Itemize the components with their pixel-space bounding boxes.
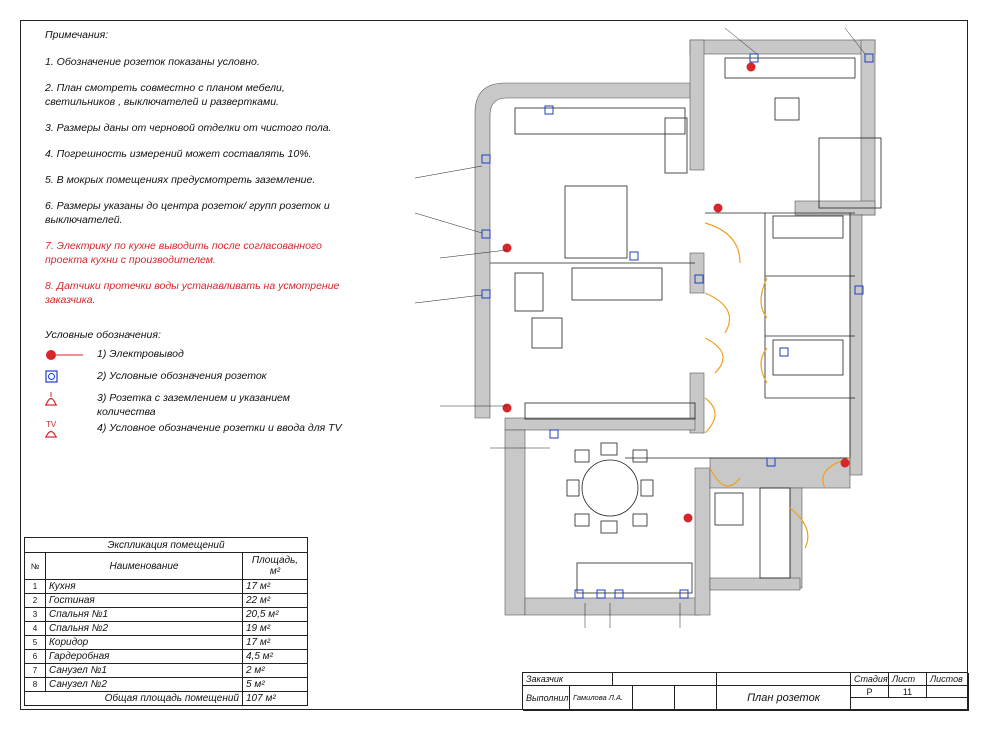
note-7: 7. Электрику по кухне выводить после сог… [45, 240, 322, 266]
legend-row-grounded: 3) Розетка с заземлением и указанием кол… [45, 388, 345, 418]
row-area: 22 м² [242, 593, 308, 608]
tv-arc-icon [45, 430, 57, 438]
legend-section: Условные обозначения: 1) Электровывод 2)… [45, 328, 345, 448]
total-row: Общая площадь помещений 107 м² [24, 691, 308, 706]
row-area: 5 м² [242, 677, 308, 692]
row-area: 20,5 м² [242, 607, 308, 622]
row-area: 17 м² [242, 635, 308, 650]
note-3: 3. Размеры даны от черновой отделки от ч… [45, 122, 332, 134]
legend-row-outlet: 1) Электровывод [45, 344, 345, 366]
row-name: Спальня №1 [45, 607, 243, 622]
row-area: 19 м² [242, 621, 308, 636]
done-label: Выполнил [523, 686, 570, 711]
row-name: Спальня №2 [45, 621, 243, 636]
legend-heading: Условные обозначения: [45, 329, 161, 341]
row-name: Коридор [45, 635, 243, 650]
rooms-explication-table: Экспликация помещений № Наименование Пло… [24, 537, 308, 706]
row-num: 4 [24, 621, 46, 636]
total-area: 107 м² [242, 691, 308, 706]
row-num: 7 [24, 663, 46, 678]
org-cell [851, 698, 969, 711]
customer-label: Заказчик [523, 673, 613, 686]
title-block: Заказчик Выполнил Гамилова Л.А. План роз… [522, 672, 969, 711]
row-name: Гардеробная [45, 649, 243, 664]
table-caption: Экспликация помещений [24, 537, 308, 553]
blank-cell [675, 686, 717, 711]
note-5: 5. В мокрых помещениях предусмотреть заз… [45, 174, 316, 186]
row-num: 2 [24, 593, 46, 608]
legend-item-3: 3) Розетка с заземлением и указанием кол… [97, 392, 290, 418]
blank-cell [633, 686, 675, 711]
note-4: 4. Погрешность измерений может составлят… [45, 148, 312, 160]
sheets-value-cell [927, 686, 969, 698]
stage-value: Р [851, 686, 889, 698]
note-2: 2. План смотреть совместно с планом мебе… [45, 82, 285, 108]
title-spacer [717, 673, 851, 686]
legend-row-socket: 2) Условные обозначения розеток [45, 366, 345, 388]
row-area: 2 м² [242, 663, 308, 678]
electrical-outlet-icon [46, 350, 83, 360]
legend-item-2: 2) Условные обозначения розеток [97, 370, 267, 382]
row-num: 5 [24, 635, 46, 650]
col-area-header: Площадь, м² [242, 552, 308, 580]
notes-heading: Примечания: [45, 29, 109, 41]
row-area: 17 м² [242, 579, 308, 594]
stage-label: Стадия [851, 673, 889, 686]
row-name: Кухня [45, 579, 243, 594]
floor-plan-drawing [414, 27, 882, 628]
row-name: Санузел №2 [45, 677, 243, 692]
note-6: 6. Размеры указаны до центра розеток/ гр… [45, 200, 330, 226]
note-1: 1. Обозначение розеток показаны условно. [45, 56, 260, 68]
tv-socket-icon: TV [45, 420, 85, 438]
row-name: Гостиная [45, 593, 243, 608]
sheet-value: 11 [889, 686, 927, 698]
row-num: 8 [24, 677, 46, 692]
legend-item-4: 4) Условное обозначение розетки и ввода … [97, 422, 342, 434]
sheet-title: План розеток [717, 686, 851, 711]
drawing-frame [20, 20, 968, 710]
socket-symbol-icon [45, 370, 58, 383]
row-num: 6 [24, 649, 46, 664]
sheet-label: Лист [889, 673, 927, 686]
grounded-socket-icon [45, 392, 57, 406]
row-num: 1 [24, 579, 46, 594]
author-name: Гамилова Л.А. [570, 686, 633, 711]
row-area: 4,5 м² [242, 649, 308, 664]
note-8: 8. Датчики протечки воды устанавливать н… [45, 280, 340, 306]
row-num: 3 [24, 607, 46, 622]
row-name: Санузел №1 [45, 663, 243, 678]
legend-row-tv: TV 4) Условное обозначение розетки и вво… [45, 418, 345, 448]
col-name-header: Наименование [45, 552, 243, 580]
legend-item-1: 1) Электровывод [97, 348, 184, 360]
total-label: Общая площадь помещений [24, 691, 243, 706]
col-num-header: № [24, 552, 46, 580]
notes-section: Примечания: 1. Обозначение розеток показ… [45, 28, 345, 319]
tv-mark: TV [46, 420, 57, 429]
customer-value-cell [613, 673, 717, 686]
sheets-label: Листов [927, 673, 969, 686]
